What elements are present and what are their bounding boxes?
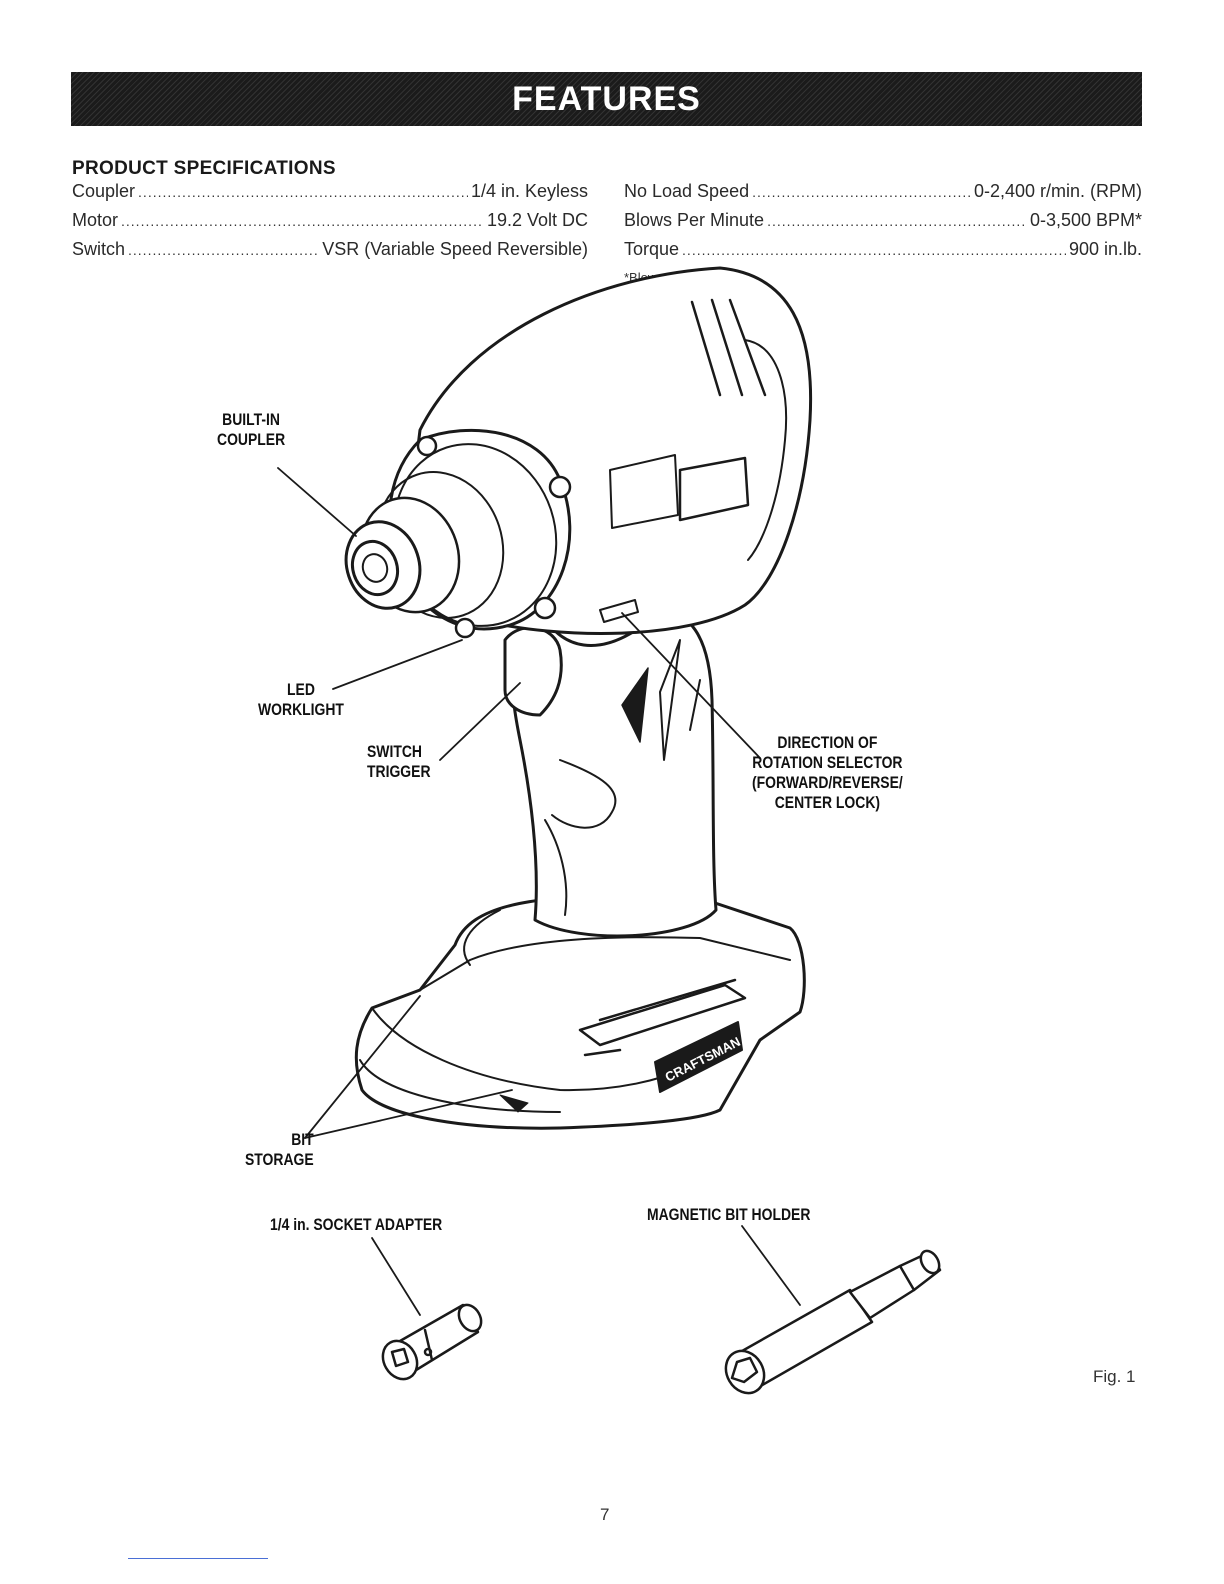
figure-label: Fig. 1: [1093, 1367, 1136, 1386]
spec-name: Coupler: [72, 181, 136, 201]
spec-row: Torque .................................…: [624, 239, 1142, 268]
spec-name: Switch: [72, 239, 126, 259]
spec-column-right: No Load Speed ..........................…: [624, 181, 1142, 268]
dot-leader: ........................................…: [752, 184, 971, 200]
spec-column-left: Coupler ................................…: [72, 181, 588, 268]
spec-value: 0-3,500 BPM*: [1029, 210, 1142, 230]
spec-row: No Load Speed ..........................…: [624, 181, 1142, 210]
dot-leader: ........................................…: [128, 242, 319, 258]
dot-leader: ........................................…: [121, 213, 484, 229]
callout-line: ROTATION SELECTOR: [752, 753, 903, 772]
socket-adapter: [381, 1303, 483, 1381]
features-banner: FEATURES: [71, 72, 1142, 126]
callout-line: CENTER LOCK): [774, 793, 881, 812]
callout-built-in-coupler: BUILT-IN COUPLER: [217, 410, 285, 450]
spec-row: Switch .................................…: [72, 239, 588, 268]
spec-row: Motor ..................................…: [72, 210, 588, 239]
callout-line: (FORWARD/REVERSE/: [752, 773, 903, 792]
callout-led-worklight: LED WORKLIGHT: [258, 680, 344, 720]
callout-line: LED: [287, 680, 315, 699]
callout-line: BIT: [291, 1130, 314, 1149]
handle: [463, 608, 718, 966]
spec-value: 19.2 Volt DC: [486, 210, 588, 230]
callout-line: STORAGE: [245, 1150, 314, 1169]
dot-leader: ........................................…: [138, 184, 468, 200]
callout-line: WORKLIGHT: [258, 700, 344, 719]
spec-name: Motor: [72, 210, 119, 230]
spec-row: Coupler ................................…: [72, 181, 588, 210]
spec-value: VSR (Variable Speed Reversible): [322, 239, 588, 259]
callout-line: MAGNETIC BIT HOLDER: [647, 1205, 811, 1224]
spec-name: Torque: [624, 239, 680, 259]
specs-heading: PRODUCT SPECIFICATIONS: [72, 158, 336, 179]
banner-title: FEATURES: [512, 79, 701, 118]
callout-direction-selector: DIRECTION OF ROTATION SELECTOR (FORWARD/…: [752, 733, 903, 813]
callout-magnetic-bit-holder: MAGNETIC BIT HOLDER: [647, 1205, 810, 1225]
callout-line: 1/4 in. SOCKET ADAPTER: [270, 1215, 443, 1234]
callout-line: TRIGGER: [367, 762, 431, 781]
callout-switch-trigger: SWITCH TRIGGER: [367, 742, 431, 782]
bit-storage-slot: [578, 978, 747, 1057]
spec-name: No Load Speed: [624, 181, 750, 201]
footer-rule: [128, 1558, 268, 1559]
page-number: 7: [600, 1505, 610, 1524]
callout-line: DIRECTION OF: [777, 733, 878, 752]
dot-leader: ........................................…: [682, 242, 1066, 258]
callout-line: BUILT-IN: [222, 410, 280, 429]
callout-line: SWITCH: [367, 742, 422, 761]
callout-socket-adapter: 1/4 in. SOCKET ADAPTER: [270, 1215, 442, 1235]
spec-value: 1/4 in. Keyless: [470, 181, 588, 201]
callout-line: COUPLER: [217, 430, 286, 449]
spec-value: 900 in.lb.: [1068, 239, 1142, 259]
spec-name: Blows Per Minute: [624, 210, 765, 230]
spec-value: 0-2,400 r/min. (RPM): [973, 181, 1142, 201]
magnetic-bit-holder: [724, 1249, 942, 1395]
callout-bit-storage: BIT STORAGE: [245, 1130, 314, 1170]
dot-leader: ........................................…: [767, 213, 1027, 229]
spec-row: Blows Per Minute .......................…: [624, 210, 1142, 239]
leader-lines: [277, 467, 801, 1316]
nose-assembly: [344, 428, 639, 639]
